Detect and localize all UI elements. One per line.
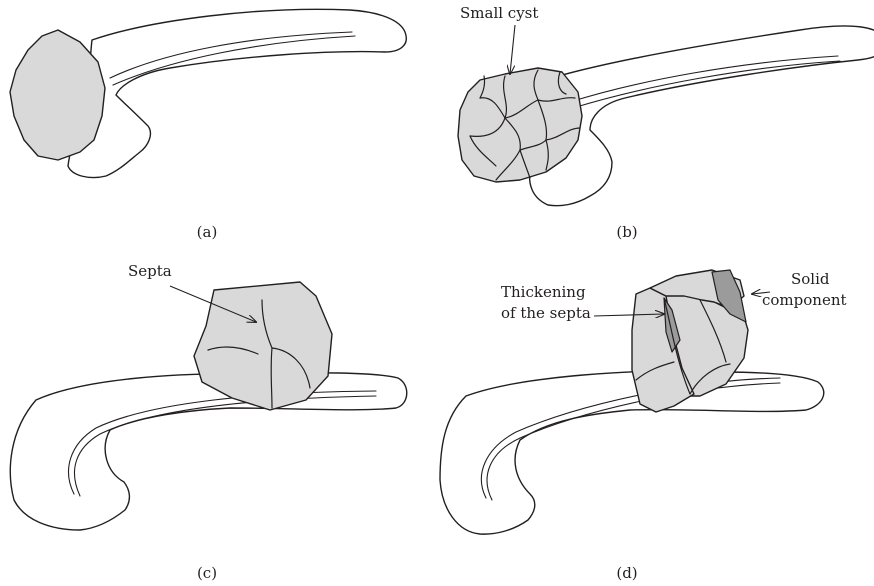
panel-a: (a) (10, 9, 406, 241)
annotation-septa: Septa (128, 262, 172, 280)
callout-arrow (510, 25, 515, 74)
annotation-solid: Solid (791, 270, 830, 288)
pancreas-outline (68, 9, 406, 177)
panel-d: Thickening of the septa Solid component … (440, 270, 847, 582)
annotation-component: component (762, 291, 847, 309)
annotation-of-the-septa: of the septa (501, 304, 591, 322)
panel-caption: (a) (197, 223, 218, 241)
annotation-small-cyst: Small cyst (460, 4, 538, 22)
panel-b: Small cyst (b) (458, 4, 874, 241)
annotation-thickening: Thickening (501, 283, 586, 301)
panel-c: Septa (c) (10, 262, 406, 582)
panel-caption: (c) (197, 564, 217, 582)
panel-caption: (d) (616, 564, 637, 582)
panel-caption: (b) (616, 223, 637, 241)
pancreas-outline (440, 371, 824, 534)
